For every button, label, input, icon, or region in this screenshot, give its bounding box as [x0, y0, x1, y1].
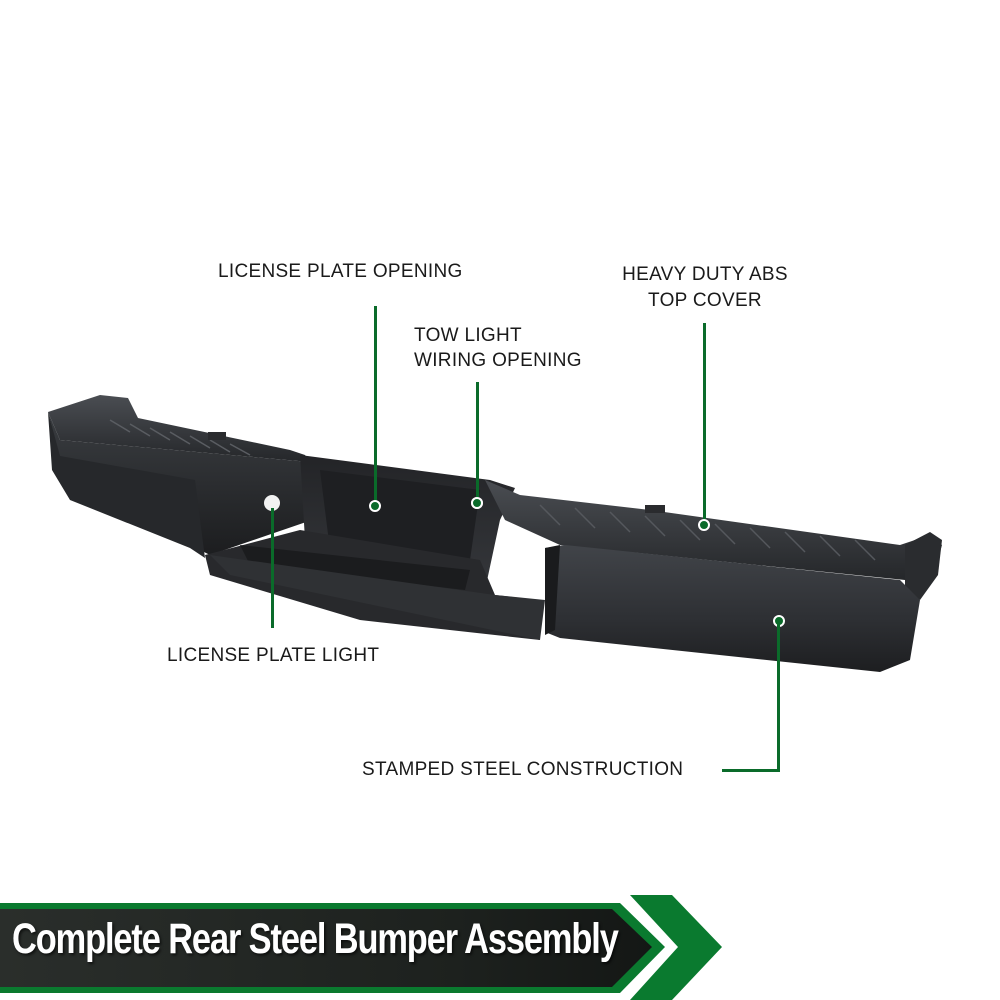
license-plate-opening-marker [369, 500, 381, 512]
left-top-step [48, 395, 310, 462]
stamped-steel-label: STAMPED STEEL CONSTRUCTION [362, 759, 684, 780]
tow-light-label-line1: TOW LIGHT [414, 325, 522, 346]
chevron-right-icon [630, 895, 722, 1000]
heavy-duty-label-line2: TOP COVER [648, 290, 762, 311]
title-banner [0, 895, 722, 1000]
tow-light-label-line2: WIRING OPENING [414, 350, 582, 371]
license-plate-opening-leader [374, 306, 377, 506]
stamped-steel-leader-vertical [777, 624, 780, 772]
right-top-step [485, 480, 942, 580]
heavy-duty-marker [698, 519, 710, 531]
license-plate-opening-label: LICENSE PLATE OPENING [218, 261, 463, 282]
left-step-ridges [109, 419, 251, 456]
license-plate-light-label: LICENSE PLATE LIGHT [167, 645, 380, 666]
tow-light-marker [471, 497, 483, 509]
right-step-ridges [539, 504, 876, 561]
right-face [545, 545, 920, 672]
stamped-steel-leader-horizontal [722, 769, 780, 772]
banner-title: Complete Rear Steel Bumper Assembly [12, 915, 619, 963]
banner-dark-body [0, 909, 652, 987]
heavy-duty-label-line1: HEAVY DUTY ABS [622, 264, 788, 285]
heavy-duty-leader [703, 323, 706, 523]
license-plate-light-leader [271, 508, 274, 628]
license-plate-light-hole [264, 495, 280, 511]
tow-light-leader [476, 382, 479, 500]
